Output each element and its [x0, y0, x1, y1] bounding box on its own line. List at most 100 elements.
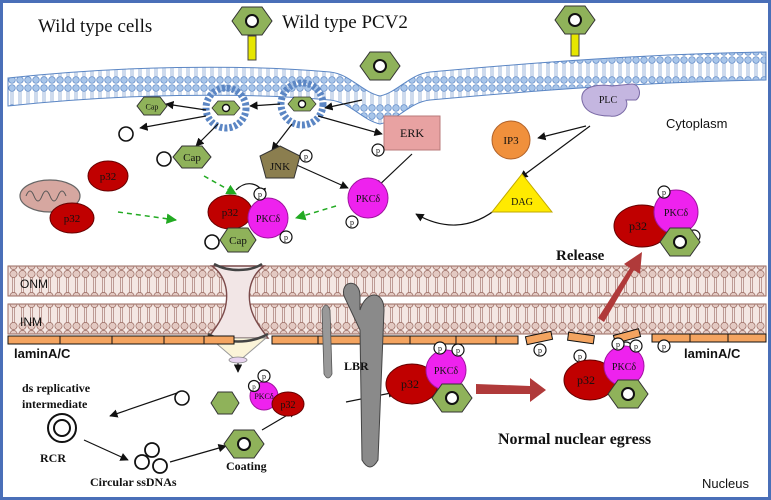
release-label: Release [556, 248, 605, 264]
svg-text:p: p [438, 344, 442, 353]
plasma-membrane [7, 51, 767, 125]
svg-text:p: p [662, 342, 666, 351]
plc-enzyme: PLC [581, 83, 640, 117]
ds-replicative-label-1: ds replicative [22, 381, 91, 395]
svg-text:p: p [616, 340, 620, 349]
svg-text:p: p [578, 352, 582, 361]
dag-molecule: DAG [490, 173, 554, 213]
phospho-marker [257, 369, 271, 383]
dag-label: DAG [511, 197, 533, 208]
svg-text:Cap: Cap [229, 235, 247, 247]
phospho-marker [345, 215, 359, 229]
svg-text:p32: p32 [222, 207, 239, 219]
onm-label: ONM [20, 277, 48, 291]
svg-text:p32: p32 [281, 400, 296, 411]
erk-label: ERK [400, 126, 424, 140]
red-arrows [476, 252, 642, 402]
erk-kinase: ERK p [371, 115, 441, 157]
svg-text:p: p [634, 342, 638, 351]
circular-ssdnas-label: Circular ssDNAs [90, 475, 177, 489]
phospho-marker [629, 339, 643, 353]
svg-text:p: p [252, 383, 256, 391]
pcv2-virion-outside-2 [359, 51, 401, 81]
svg-text:p: p [262, 372, 266, 381]
cytoplasm-label: Cytoplasm [666, 116, 727, 131]
svg-text:p32: p32 [629, 219, 647, 233]
lamin-label-right: laminA/C [684, 346, 741, 361]
coated-virion [223, 429, 265, 459]
ip3-label: IP3 [503, 135, 519, 147]
phospho-marker [247, 379, 261, 393]
phospho-marker [299, 149, 313, 163]
endosome-1 [202, 84, 250, 132]
svg-text:PKCδ: PKCδ [256, 214, 280, 225]
phospho-marker [533, 343, 547, 357]
p32-pkc-cap-complex: p32 PKCδ p p Cap [204, 187, 293, 253]
p32-label: p32 [64, 213, 81, 225]
phospho-marker [451, 343, 465, 357]
svg-text:p: p [662, 188, 666, 197]
svg-text:p: p [376, 146, 380, 155]
nuclear-complex-left: PKCδ p32 p p [174, 369, 305, 417]
ds-replicative-intermediate [47, 413, 77, 443]
circular-ssdnas [134, 442, 168, 474]
cap-label: Cap [146, 103, 159, 112]
svg-text:p32: p32 [401, 377, 419, 391]
inm-label: INM [20, 315, 42, 329]
ssdna-circle [118, 126, 134, 142]
pkc-delta-cytoplasm: PKCδ p [345, 177, 389, 229]
svg-text:PKCδ: PKCδ [612, 362, 636, 373]
p32-protein: p32 [49, 202, 95, 234]
coating-label: Coating [226, 459, 267, 473]
ssdna-circle [156, 151, 172, 167]
lamina-left [7, 335, 235, 345]
phospho-marker [279, 230, 293, 244]
released-complex: p32 PKCδ p p [613, 185, 701, 257]
ip3-molecule: IP3 [491, 120, 531, 160]
phospho-marker [657, 185, 671, 199]
pcv2-virion-outside-3 [554, 5, 596, 57]
wild-type-cells-label: Wild type cells [38, 16, 152, 37]
ssdna-circle [204, 234, 220, 250]
endosome-2 [277, 79, 327, 129]
svg-text:PKCδ: PKCδ [254, 392, 274, 401]
lbr-label: LBR [344, 359, 369, 373]
rcr-label: RCR [40, 451, 66, 465]
svg-text:PKCδ: PKCδ [664, 208, 688, 219]
phospho-marker [371, 143, 385, 157]
jnk-label: JNK [270, 161, 290, 173]
svg-text:p: p [538, 346, 542, 355]
nucleus-label: Nucleus [702, 476, 749, 491]
nuclear-envelope [7, 265, 767, 335]
lbr-receptor [321, 282, 385, 468]
cap-protein: Cap [172, 145, 212, 169]
wild-type-pcv2-label: Wild type PCV2 [282, 12, 408, 33]
nuclear-complex-lbr: p32 PKCδ p p [385, 341, 473, 413]
lamin-label-left: laminA/C [14, 346, 71, 361]
jnk-kinase: JNK p [259, 145, 313, 179]
phospho-marker [611, 337, 625, 351]
cap-label: Cap [183, 152, 201, 164]
green-dashed-arrows [117, 175, 337, 224]
svg-text:p: p [304, 152, 308, 161]
svg-text:p: p [456, 346, 460, 355]
pcv2-virion-outside-1 [231, 6, 273, 61]
p32-label: p32 [100, 171, 117, 183]
p32-protein: p32 [87, 160, 129, 192]
phospho-marker [433, 341, 447, 355]
svg-text:p: p [284, 233, 288, 242]
ssdna-circle [174, 390, 190, 406]
plc-label: PLC [599, 95, 618, 106]
svg-text:p: p [258, 190, 262, 199]
nuclear-complex-right: p32 PKCδ p p [563, 337, 649, 409]
ds-replicative-label-2: intermediate [22, 397, 88, 411]
svg-text:p: p [350, 218, 354, 227]
svg-text:p32: p32 [577, 373, 595, 387]
normal-nuclear-egress-label: Normal nuclear egress [498, 431, 651, 448]
phospho-marker [657, 339, 671, 353]
pkc-label: PKCδ [356, 194, 380, 205]
lamina-middle [271, 335, 519, 345]
cap-protein-small: Cap [136, 96, 168, 116]
